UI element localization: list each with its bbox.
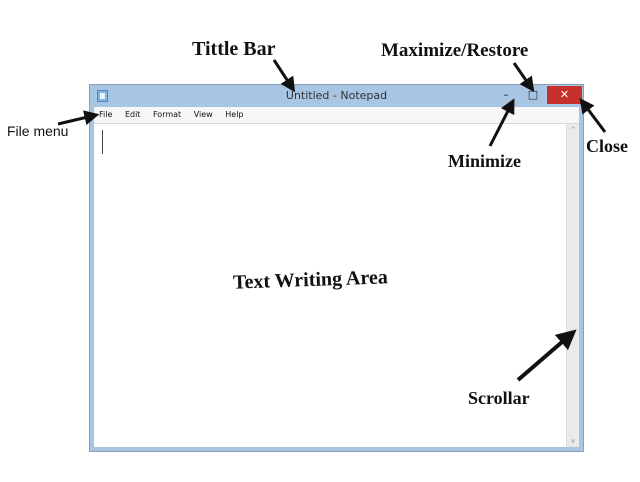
menu-item-view[interactable]: View	[193, 110, 213, 119]
close-icon: ✕	[559, 88, 570, 101]
annotation-title-bar: Tittle Bar	[192, 38, 276, 60]
menu-item-edit[interactable]: Edit	[124, 110, 141, 119]
annotation-maximize-restore: Maximize/Restore	[381, 40, 529, 61]
annotation-close: Close	[586, 136, 628, 156]
maximize-button[interactable]: □	[520, 86, 546, 104]
menu-item-format[interactable]: Format	[152, 110, 182, 119]
arrow-maximize-restore	[512, 62, 535, 93]
arrow-title-bar	[272, 59, 296, 93]
annotation-file-menu: File menu	[7, 123, 69, 139]
minimize-button[interactable]: –	[493, 86, 519, 104]
maximize-icon: □	[527, 88, 539, 101]
menu-item-file[interactable]: File	[99, 110, 113, 119]
arrow-close	[579, 98, 607, 133]
minimize-icon: –	[503, 88, 509, 101]
menu-bar: File Edit Format View Help	[94, 107, 579, 123]
window-title: Untitled - Notepad	[285, 89, 388, 102]
text-writing-area[interactable]: ^ v	[94, 123, 579, 447]
notepad-app-icon[interactable]	[97, 90, 108, 102]
scroll-down-icon[interactable]: v	[570, 437, 576, 445]
annotation-minimize: Minimize	[448, 151, 521, 171]
menu-item-help[interactable]: Help	[225, 110, 244, 119]
text-caret	[102, 130, 103, 154]
vertical-scrollbar[interactable]: ^ v	[566, 124, 579, 447]
scroll-up-icon[interactable]: ^	[570, 126, 576, 134]
title-bar[interactable]: Untitled - Notepad – □ ✕	[90, 85, 583, 107]
close-button[interactable]: ✕	[547, 86, 582, 104]
annotation-scrollbar: Scrollar	[468, 388, 530, 408]
